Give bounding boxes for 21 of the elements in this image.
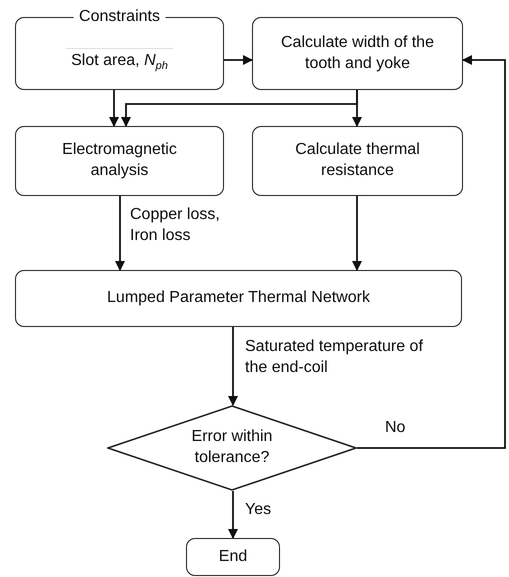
arrow	[357, 55, 506, 449]
node-text: Calculate width of the tooth and yoke	[280, 32, 435, 74]
node-text: End	[218, 546, 248, 567]
decision-diamond	[107, 405, 357, 491]
node-text: Lumped Parameter Thermal Network	[107, 288, 370, 308]
terminal-box	[186, 538, 280, 576]
node-text: Electromagnetic analysis	[61, 140, 178, 181]
arrow	[115, 196, 125, 271]
arrow	[228, 491, 238, 539]
process-box	[252, 126, 463, 196]
process-box	[252, 17, 463, 90]
node-text: Calculate thermal resistance	[294, 140, 421, 181]
node-text: Slot area, N$_{ph}$	[71, 51, 168, 74]
arrow	[352, 90, 362, 127]
arrow	[228, 327, 238, 406]
arrow	[224, 55, 253, 65]
arrow	[352, 196, 362, 271]
process-box	[15, 126, 224, 196]
arrow	[109, 90, 119, 127]
process-box	[15, 270, 462, 327]
node-text: Error within tolerance?	[190, 427, 274, 468]
